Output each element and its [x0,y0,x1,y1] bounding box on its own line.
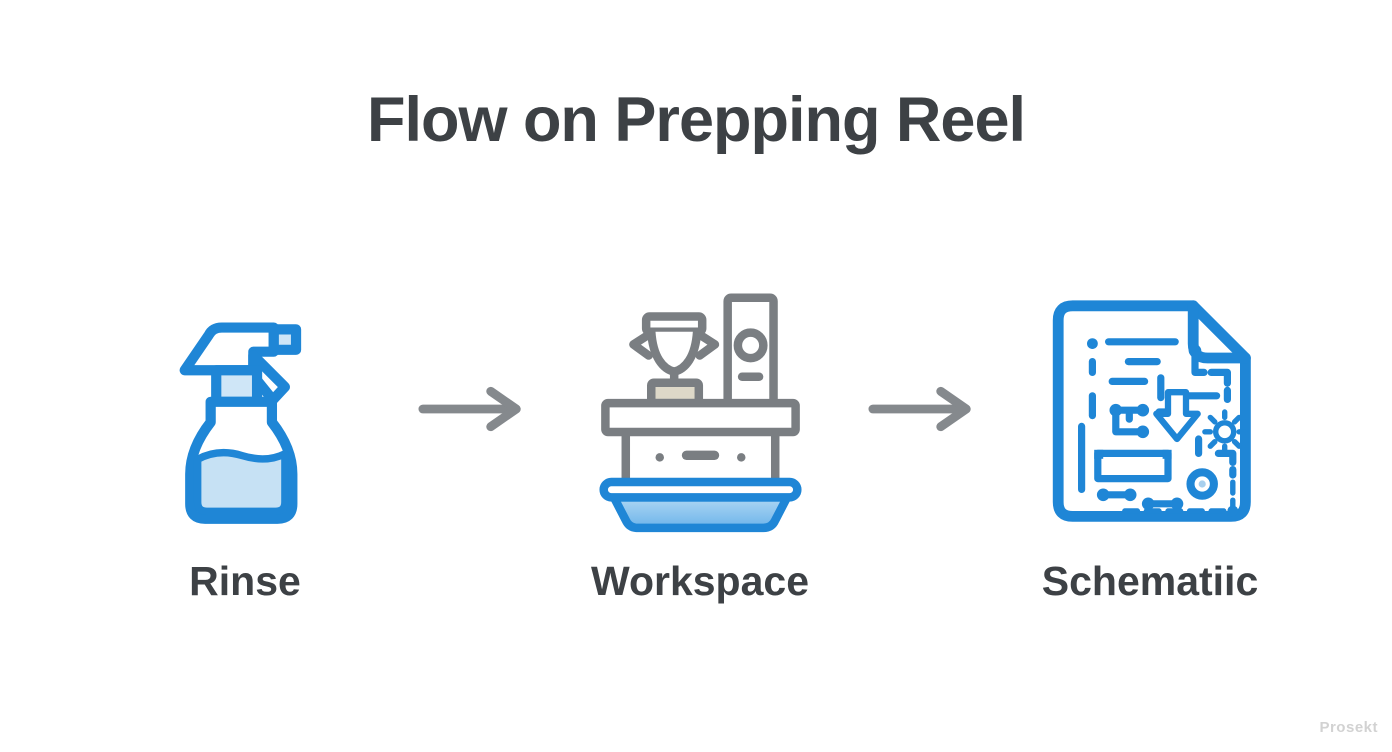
step-label-schematic: Schematiic [1041,558,1259,604]
flow-arrow-right-icon [866,383,984,435]
watermark: Prosekt [1319,719,1378,736]
spray-bottle-icon [174,292,316,532]
step-rinse: Rinse [95,292,395,605]
schematic-document-icon [1042,292,1258,532]
page-title: Flow on Prepping Reel [366,85,1026,155]
step-schematic: Schematiic [1000,292,1300,605]
step-label-rinse: Rinse [189,558,301,604]
step-workspace: Workspace [550,292,850,605]
flow-arrow-right-icon [416,383,534,435]
step-label-workspace: Workspace [590,558,809,604]
workbench-icon [594,292,807,533]
